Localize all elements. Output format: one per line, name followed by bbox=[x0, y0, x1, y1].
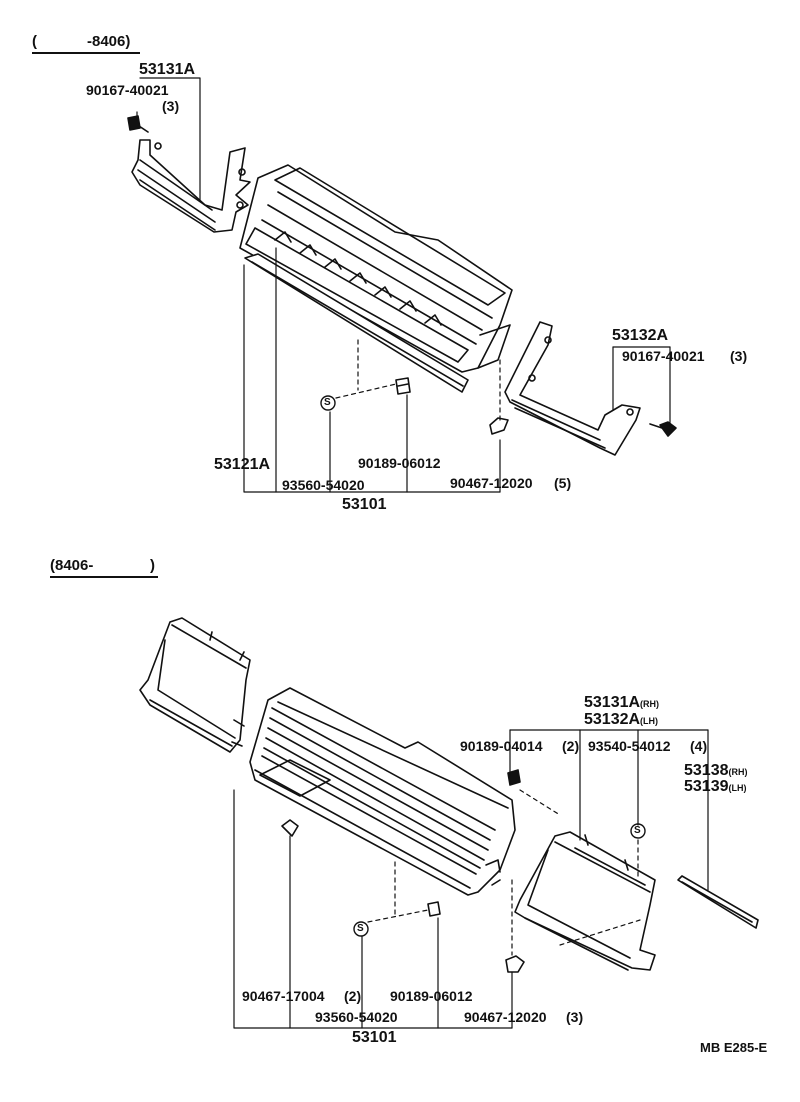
callout-qty-3-bottom: (3) bbox=[566, 1009, 584, 1025]
bottom-right-bracket bbox=[514, 831, 656, 971]
section-1-period-end: -8406) bbox=[87, 33, 131, 50]
callout-90189-04014: 90189-04014 bbox=[460, 738, 543, 754]
callout-qty-5: (5) bbox=[554, 475, 572, 491]
callout-53132A-lh: 53132A(LH) bbox=[584, 711, 659, 728]
callout-53132A: 53132A bbox=[612, 327, 669, 344]
section-1-header-underline bbox=[32, 52, 140, 54]
callout-90467-12020-top: 90467-12020 bbox=[450, 475, 533, 491]
callout-90467-12020-bottom: 90467-12020 bbox=[464, 1009, 547, 1025]
callout-53131A: 53131A bbox=[139, 61, 196, 78]
bottom-fasteners bbox=[281, 769, 525, 973]
callout-qty-2-lower: (2) bbox=[344, 988, 362, 1004]
top-left-screw bbox=[127, 115, 149, 133]
callout-53131A-rh: 53131A(RH) bbox=[584, 694, 660, 711]
callout-90167-40021-right: 90167-40021 bbox=[622, 348, 705, 364]
callout-53101-top: 53101 bbox=[342, 496, 387, 513]
top-right-screw bbox=[649, 421, 677, 437]
callout-93560-54020-top: 93560-54020 bbox=[282, 477, 365, 493]
section-1-period-start: ( bbox=[32, 33, 37, 50]
bottom-nut-symbol-letter: S bbox=[357, 923, 364, 934]
callout-qty-4: (4) bbox=[690, 738, 708, 754]
callout-53101-bottom: 53101 bbox=[352, 1029, 397, 1046]
section-2-period-end: ) bbox=[150, 557, 155, 574]
bottom-left-bracket bbox=[139, 617, 251, 753]
callout-90189-06012-top: 90189-06012 bbox=[358, 455, 441, 471]
bottom-nut-symbol-letter-2: S bbox=[634, 825, 641, 836]
callout-90189-06012-bottom: 90189-06012 bbox=[390, 988, 473, 1004]
callout-qty-3-left: (3) bbox=[162, 98, 180, 114]
callout-53139-lh: 53139(LH) bbox=[684, 778, 747, 795]
top-nut-clip-parts bbox=[395, 377, 509, 435]
callout-53138-rh: 53138(RH) bbox=[684, 762, 748, 779]
drawing-code: MB E285-E bbox=[700, 1040, 768, 1055]
bottom-nut-symbols bbox=[353, 823, 646, 937]
bottom-leader-lines bbox=[233, 729, 709, 1029]
section-2-period-start: (8406- bbox=[50, 557, 94, 574]
callout-53121A: 53121A bbox=[214, 456, 271, 473]
top-leader-lines bbox=[136, 77, 671, 493]
top-left-bracket bbox=[131, 139, 251, 233]
bottom-side-molding bbox=[677, 875, 759, 929]
top-nut-symbol-letter: S bbox=[324, 397, 331, 408]
callout-qty-3-right: (3) bbox=[730, 348, 748, 364]
callout-90167-40021-left: 90167-40021 bbox=[86, 82, 169, 98]
callout-qty-2-upper: (2) bbox=[562, 738, 580, 754]
bottom-grille-assembly bbox=[249, 687, 516, 896]
top-right-bracket bbox=[504, 321, 641, 456]
section-2-header-underline bbox=[50, 576, 158, 578]
top-grille-assembly bbox=[239, 164, 513, 393]
callout-93540-54012: 93540-54012 bbox=[588, 738, 671, 754]
top-nut-symbol bbox=[320, 395, 336, 411]
callout-93560-54020-bottom: 93560-54020 bbox=[315, 1009, 398, 1025]
callout-90467-17004: 90467-17004 bbox=[242, 988, 325, 1004]
